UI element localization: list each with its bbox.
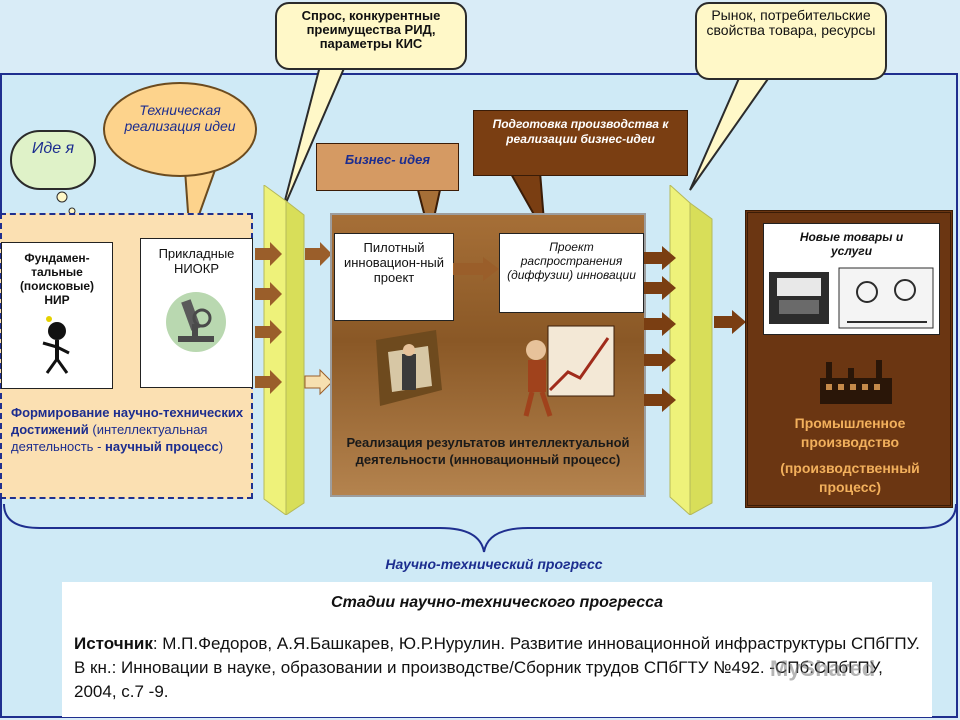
progress-label: Научно-технический прогресс xyxy=(385,556,603,572)
flow-arrow xyxy=(644,312,676,336)
flow-arrow xyxy=(644,388,676,412)
industry-process-text: (производственный процесс) xyxy=(780,460,920,495)
applied-research-card: Прикладные НИОКР xyxy=(140,238,253,388)
flow-arrow xyxy=(255,320,282,344)
diffusion-project-text: Проект распространения (диффузии) иннова… xyxy=(507,240,636,282)
flow-arrows-middle xyxy=(644,246,676,412)
production-prep-tag: Подготовка производства к реализации биз… xyxy=(473,110,688,176)
source-text: : М.П.Федоров, А.Я.Башкарев, Ю.Р.Нурулин… xyxy=(74,634,920,701)
applied-research-text: Прикладные НИОКР xyxy=(158,246,235,276)
flow-arrow xyxy=(255,242,282,266)
flow-arrows-left xyxy=(255,242,333,396)
demand-callout-text: Спрос, конкурентные преимущества РИД, па… xyxy=(301,8,441,51)
factory-icon xyxy=(820,360,892,404)
flow-arrow xyxy=(305,242,332,266)
flow-arrow xyxy=(255,282,282,306)
science-caption-close: ) xyxy=(218,439,224,454)
science-caption-paren: (интеллектуальная деятельность - xyxy=(11,422,208,454)
thought-dot xyxy=(56,191,68,203)
tech-realization-text: Техническая реализация идеи xyxy=(124,102,236,134)
new-goods-card: Новые товары и услуги xyxy=(763,223,940,335)
stage-barrier-2 xyxy=(669,185,713,515)
business-idea-tag: Бизнес- идея xyxy=(316,143,459,191)
science-caption-process: научный процесс xyxy=(105,439,219,454)
science-stage-caption: Формирование научно-технических достижен… xyxy=(11,404,247,455)
thinking-figure-icon xyxy=(42,316,70,374)
innovation-stage-caption: Реализация результатов интеллектуальной … xyxy=(338,434,638,468)
figure-title: Стадии научно-технического прогресса xyxy=(331,594,663,611)
truck-and-service-icon xyxy=(768,267,933,329)
flow-arrow xyxy=(644,276,676,300)
business-idea-text: Бизнес- идея xyxy=(344,152,431,167)
progress-brace xyxy=(3,503,957,553)
watermark-logo: MyShared xyxy=(770,656,875,682)
flow-arrow xyxy=(304,368,333,396)
source-citation: Источник: М.П.Федоров, А.Я.Башкарев, Ю.Р… xyxy=(74,632,920,704)
market-callout: Рынок, потребительские свойства товара, … xyxy=(695,2,887,80)
microscope-icon xyxy=(165,292,226,352)
stage-barrier-1 xyxy=(263,185,305,515)
watermark-text: MyShared xyxy=(770,656,876,681)
industry-text: Промышленное производство xyxy=(794,415,906,450)
market-callout-text: Рынок, потребительские свойства товара, … xyxy=(706,7,876,38)
demand-callout: Спрос, конкурентные преимущества РИД, па… xyxy=(275,2,467,70)
new-goods-text: Новые товары и услуги xyxy=(799,230,904,258)
flow-arrow xyxy=(644,348,676,372)
diffusion-project-card: Проект распространения (диффузии) иннова… xyxy=(499,233,644,313)
tech-realization-bubble: Техническая реализация идеи xyxy=(103,82,257,177)
idea-cloud: Иде я xyxy=(10,130,96,190)
market-tail xyxy=(689,75,772,191)
idea-text: Иде я xyxy=(31,140,75,157)
pilot-project-text: Пилотный инновацион-ный проект xyxy=(343,240,445,285)
flow-arrow xyxy=(644,246,676,270)
fundamental-research-text: Фундамен-тальные (поисковые) НИР xyxy=(19,251,95,307)
fundamental-research-card: Фундамен-тальные (поисковые) НИР xyxy=(1,242,113,389)
source-label: Источник xyxy=(74,634,153,653)
production-prep-text: Подготовка производства к реализации биз… xyxy=(492,117,669,146)
pilot-project-card: Пилотный инновацион-ный проект xyxy=(334,233,454,321)
science-caption-main: Формирование научно-технических достижен… xyxy=(11,405,244,437)
industry-caption: Промышленное производство (производствен… xyxy=(752,414,948,497)
pilot-to-diffusion-arrow xyxy=(453,257,499,281)
source-box: Стадии научно-технического прогресса Ист… xyxy=(62,582,932,717)
growth-chart-presenter-icon xyxy=(523,325,615,417)
innovation-caption-text: Реализация результатов интеллектуальной … xyxy=(346,435,630,467)
flow-arrow-right xyxy=(714,310,746,334)
flow-arrow xyxy=(255,370,282,394)
inventor-icon xyxy=(376,330,442,406)
